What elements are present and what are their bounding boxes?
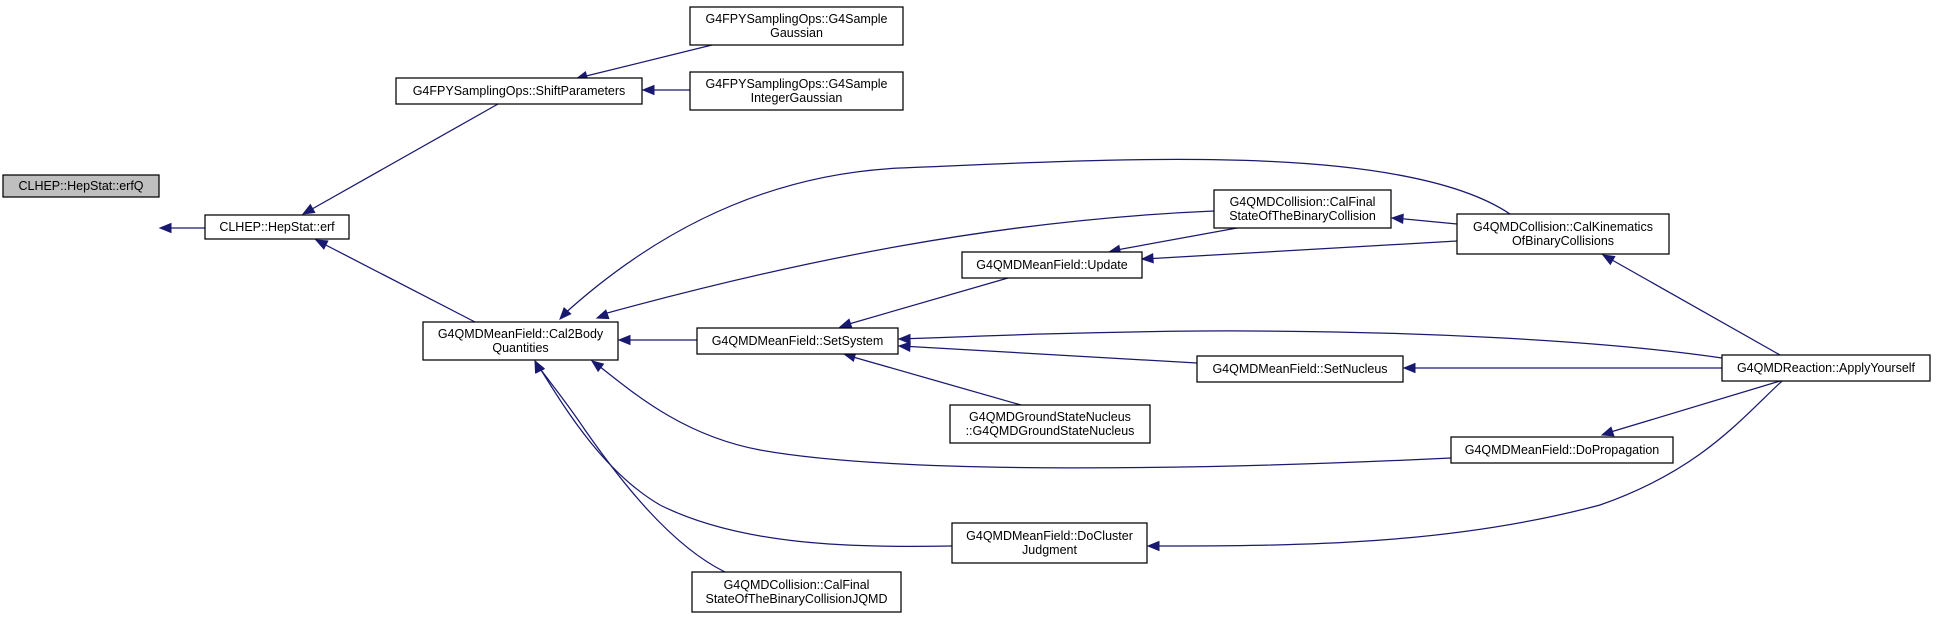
node-box-shift[interactable] <box>395 77 643 105</box>
node-box-cal2body[interactable] <box>422 321 619 361</box>
arrowhead-shift-to-erf <box>301 203 316 215</box>
node-erfQ[interactable]: CLHEP::HepStat::erfQ <box>2 174 160 198</box>
edge-calFinal-to-cal2body <box>599 210 1215 316</box>
edge-doCluster-to-cal2body <box>535 361 953 548</box>
node-setNucleus[interactable]: G4QMDMeanField::SetNucleus <box>1196 355 1404 383</box>
node-box-calKin[interactable] <box>1456 213 1670 255</box>
node-box-groundState[interactable] <box>949 404 1151 444</box>
edge-applyYourself-to-doCluster <box>1149 380 1783 547</box>
node-label-update-line-0: G4QMDMeanField::Update <box>976 258 1128 272</box>
node-label-doPropagation-line-0: G4QMDMeanField::DoPropagation <box>1465 443 1660 457</box>
node-groundState[interactable]: G4QMDGroundStateNucleus::G4QMDGroundStat… <box>949 404 1151 444</box>
arrowhead-applyYourself-to-doCluster <box>1146 540 1160 552</box>
node-box-erf[interactable] <box>204 214 350 240</box>
arrowhead-calFinal-to-cal2body <box>595 309 610 320</box>
arrowhead-calKin-to-update <box>1140 253 1154 264</box>
node-setSystem[interactable]: G4QMDMeanField::SetSystem <box>696 327 899 355</box>
node-box-sampleIntGauss[interactable] <box>689 71 904 111</box>
edge-sampleGauss-to-shift <box>577 44 713 79</box>
node-label-calFinal-line-0: G4QMDCollision::CalFinal <box>1230 195 1376 209</box>
node-shift[interactable]: G4FPYSamplingOps::ShiftParameters <box>395 77 643 105</box>
node-box-calFinal[interactable] <box>1213 189 1392 229</box>
arrowhead-applyYourself-to-setSystem <box>897 333 911 345</box>
node-label-sampleGauss-line-0: G4FPYSamplingOps::G4Sample <box>705 12 887 26</box>
edge-calKin-to-cal2body <box>561 158 1511 317</box>
node-calKin[interactable]: G4QMDCollision::CalKinematicsOfBinaryCol… <box>1456 213 1670 255</box>
node-doPropagation[interactable]: G4QMDMeanField::DoPropagation <box>1450 436 1674 464</box>
edge-setNucleus-to-setSystem <box>900 345 1198 364</box>
arrowhead-sampleIntGauss-to-shift <box>641 84 655 96</box>
arrowhead-doPropagation-to-cal2body <box>590 360 605 373</box>
node-label-sampleIntGauss-line-1: IntegerGaussian <box>751 91 843 105</box>
node-box-applyYourself[interactable] <box>1721 354 1931 382</box>
arrowhead-setNucleus-to-setSystem <box>897 341 911 352</box>
edge-doPropagation-to-cal2body <box>593 361 1452 469</box>
edge-calFinalJQMD-to-cal2body <box>535 362 726 573</box>
node-box-sampleGauss[interactable] <box>689 6 904 46</box>
node-label-cal2body-line-0: G4QMDMeanField::Cal2Body <box>438 327 604 341</box>
node-calFinalJQMD[interactable]: G4QMDCollision::CalFinalStateOfTheBinary… <box>691 571 902 613</box>
node-box-setNucleus[interactable] <box>1196 355 1404 383</box>
node-label-calFinalJQMD-line-1: StateOfTheBinaryCollisionJQMD <box>705 592 887 606</box>
node-sampleIntGauss[interactable]: G4FPYSamplingOps::G4SampleIntegerGaussia… <box>689 71 904 111</box>
edge-groundState-to-setSystem <box>845 354 1022 406</box>
node-label-shift-line-0: G4FPYSamplingOps::ShiftParameters <box>413 84 626 98</box>
arrowhead-erf-to-erfQ <box>158 222 172 234</box>
node-label-cal2body-line-1: Quantities <box>492 341 548 355</box>
node-label-erfQ-line-0: CLHEP::HepStat::erfQ <box>18 179 143 193</box>
call-graph-edges <box>158 44 1783 573</box>
node-applyYourself[interactable]: G4QMDReaction::ApplyYourself <box>1721 354 1931 382</box>
node-label-sampleGauss-line-1: Gaussian <box>770 26 823 40</box>
node-label-doCluster-line-0: G4QMDMeanField::DoCluster <box>966 529 1133 543</box>
node-calFinal[interactable]: G4QMDCollision::CalFinalStateOfTheBinary… <box>1213 189 1392 229</box>
edge-applyYourself-to-setSystem <box>900 330 1723 359</box>
edge-calFinal-to-update <box>1110 227 1238 252</box>
arrowhead-update-to-setSystem <box>838 318 853 329</box>
node-label-applyYourself-line-0: G4QMDReaction::ApplyYourself <box>1737 361 1916 375</box>
node-label-groundState-line-0: G4QMDGroundStateNucleus <box>969 410 1131 424</box>
node-box-setSystem[interactable] <box>696 327 899 355</box>
node-box-update[interactable] <box>961 251 1143 279</box>
edge-cal2body-to-erf <box>317 240 476 323</box>
node-label-groundState-line-1: ::G4QMDGroundStateNucleus <box>966 424 1135 438</box>
node-box-erfQ[interactable] <box>2 174 160 198</box>
arrowhead-setSystem-to-cal2body <box>617 334 631 346</box>
node-box-doPropagation[interactable] <box>1450 436 1674 464</box>
node-label-calKin-line-1: OfBinaryCollisions <box>1512 234 1614 248</box>
arrowhead-cal2body-to-erf <box>314 239 329 250</box>
edge-update-to-setSystem <box>841 277 1009 327</box>
arrowhead-calFinalJQMD-to-cal2body <box>534 359 545 374</box>
edge-applyYourself-to-calKin <box>1604 255 1781 356</box>
node-label-calFinal-line-1: StateOfTheBinaryCollision <box>1229 209 1376 223</box>
node-label-calFinalJQMD-line-0: G4QMDCollision::CalFinal <box>724 578 870 592</box>
edge-calKin-to-update <box>1143 240 1458 260</box>
node-label-sampleIntGauss-line-0: G4FPYSamplingOps::G4Sample <box>705 77 887 91</box>
arrowhead-applyYourself-to-calKin <box>1601 254 1616 266</box>
node-box-calFinalJQMD[interactable] <box>691 571 902 613</box>
node-label-setSystem-line-0: G4QMDMeanField::SetSystem <box>712 334 884 348</box>
node-erf[interactable]: CLHEP::HepStat::erf <box>204 214 350 240</box>
node-label-setNucleus-line-0: G4QMDMeanField::SetNucleus <box>1212 362 1387 376</box>
arrowhead-calKin-to-cal2body <box>559 306 572 320</box>
edge-shift-to-erf <box>304 103 499 214</box>
call-graph-nodes: CLHEP::HepStat::erfQCLHEP::HepStat::erfG… <box>2 6 1931 613</box>
node-label-erf-line-0: CLHEP::HepStat::erf <box>219 220 335 234</box>
edge-calKin-to-calFinal <box>1393 217 1458 225</box>
arrowhead-applyYourself-to-doPropagation <box>1600 426 1615 437</box>
node-label-calKin-line-0: G4QMDCollision::CalKinematics <box>1473 220 1653 234</box>
edge-applyYourself-to-doPropagation <box>1603 380 1781 435</box>
arrowhead-calKin-to-calFinal <box>1390 213 1404 224</box>
node-label-doCluster-line-1: Judgment <box>1022 543 1077 557</box>
node-box-doCluster[interactable] <box>951 522 1148 564</box>
node-update[interactable]: G4QMDMeanField::Update <box>961 251 1143 279</box>
arrowhead-applyYourself-to-setNucleus <box>1402 362 1416 374</box>
